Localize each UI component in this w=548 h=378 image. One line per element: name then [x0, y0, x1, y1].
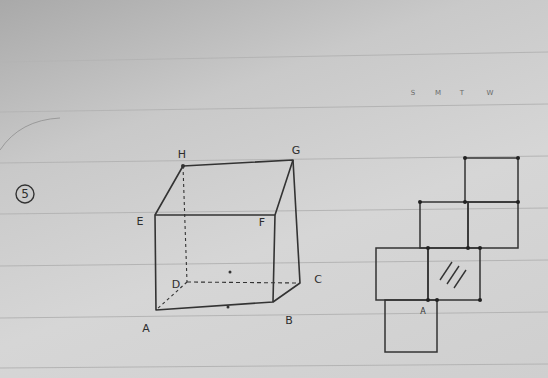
vertex-label: C	[314, 274, 322, 285]
tick-marks	[181, 164, 232, 309]
question-number: 5	[21, 188, 29, 200]
vertex-label: A	[142, 323, 150, 334]
weekday-letter: S	[411, 90, 415, 97]
vertex-label: D	[172, 279, 180, 290]
pencil-mark	[0, 118, 60, 150]
hatching	[440, 262, 466, 288]
weekday-letter: T	[460, 90, 464, 97]
number-circle	[16, 185, 34, 203]
cube-net	[376, 158, 518, 352]
weekday-letter: M	[435, 90, 441, 97]
vertex-label: A	[420, 308, 425, 316]
vertex-label: F	[259, 217, 265, 228]
vertex-label: B	[285, 315, 293, 326]
vertex-label: G	[292, 145, 301, 156]
vertex-label: E	[137, 216, 144, 227]
cuboid	[155, 160, 300, 310]
vertex-label: H	[178, 149, 186, 160]
ruled-lines	[0, 52, 548, 368]
net-dots	[418, 156, 520, 302]
weekday-letter: W	[487, 90, 494, 97]
